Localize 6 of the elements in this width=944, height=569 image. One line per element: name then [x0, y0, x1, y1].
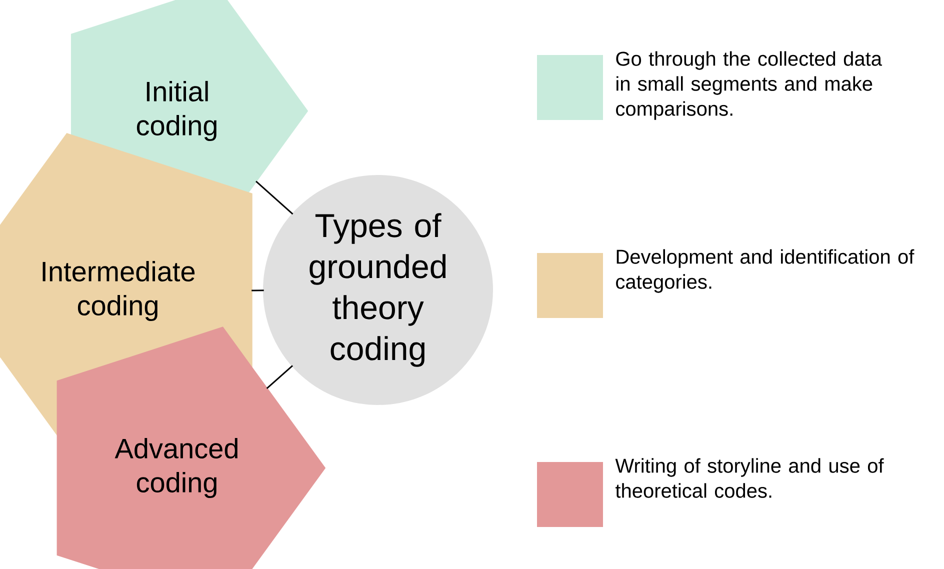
legend-text: Writing of storyline and use of theoretical codes. — [615, 458, 884, 498]
legend-text: Go through the collected data in small segments and make comparisons. — [616, 51, 882, 120]
connector-line — [266, 365, 294, 389]
legend-text: Development and identification of categories. — [616, 249, 914, 293]
connector-line — [252, 290, 264, 292]
connector-line — [256, 180, 294, 215]
